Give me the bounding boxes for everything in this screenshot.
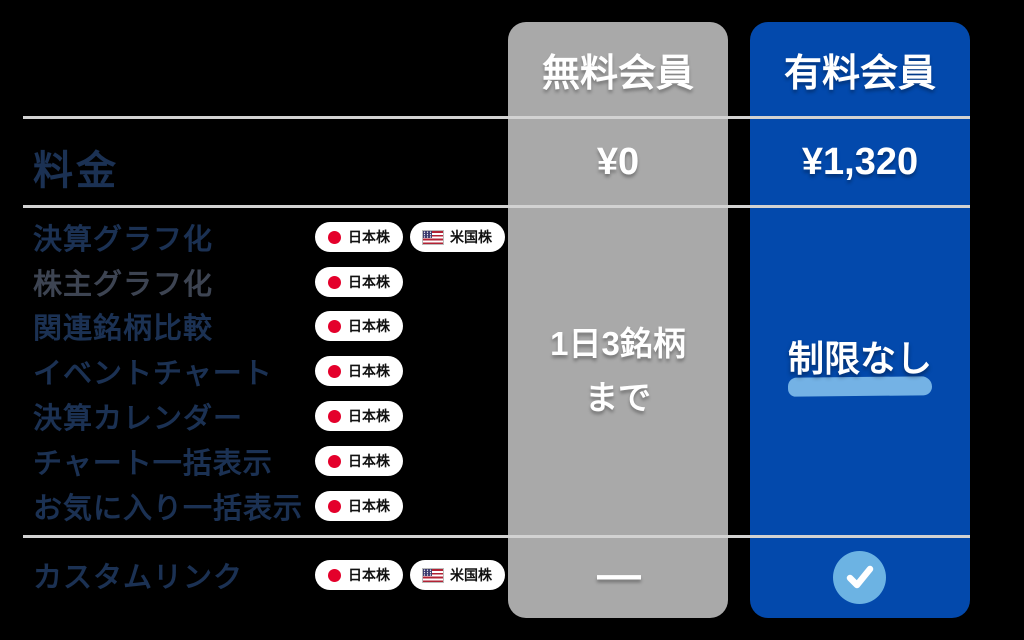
feature-row-favorite-ikkatsu: お気に入り一括表示 日本株 — [0, 484, 508, 528]
japan-stock-badge: 日本株 — [315, 267, 403, 297]
free-price-value: ¥0 — [596, 140, 640, 183]
market-badges: 日本株 — [315, 491, 403, 521]
feature-row-chart-ikkatsu: チャート一括表示 日本株 — [0, 439, 508, 483]
japan-badge-label: 日本株 — [348, 318, 390, 334]
feature-label: イベントチャート — [33, 358, 273, 390]
free-column-header: 無料会員 — [541, 52, 694, 95]
market-badges: 日本株 — [315, 267, 403, 297]
feature-row-kabunushi-graph: 株主グラフ化 日本株 — [0, 260, 508, 304]
header-divider-line — [23, 116, 970, 119]
feature-label: 株主グラフ化 — [33, 269, 214, 301]
feature-label: お気に入り一括表示 — [33, 493, 304, 525]
price-divider-line — [23, 205, 970, 208]
us-flag-icon — [422, 567, 444, 583]
japan-flag-dot-icon — [328, 275, 341, 289]
japan-flag-dot-icon — [328, 319, 341, 333]
japan-badge-label: 日本株 — [348, 567, 390, 583]
japan-stock-badge: 日本株 — [315, 311, 403, 341]
market-badges: 日本株 — [315, 311, 403, 341]
feature-row-event-chart: イベントチャート 日本株 — [0, 349, 508, 393]
us-badge-label: 米国株 — [450, 567, 492, 583]
japan-badge-label: 日本株 — [348, 274, 390, 290]
feature-row-kessan-calendar: 決算カレンダー 日本株 — [0, 394, 508, 438]
market-badges: 日本株 米国株 — [315, 560, 505, 590]
japan-badge-label: 日本株 — [348, 229, 390, 245]
japan-badge-label: 日本株 — [348, 453, 390, 469]
market-badges: 日本株 — [315, 401, 403, 431]
paid-custom-link-check — [833, 551, 886, 604]
japan-flag-dot-icon — [328, 499, 341, 513]
japan-stock-badge: 日本株 — [315, 560, 403, 590]
japan-stock-badge: 日本株 — [315, 356, 403, 386]
feature-label: 決算カレンダー — [33, 403, 244, 435]
custom-link-divider-line — [23, 535, 970, 538]
japan-flag-dot-icon — [328, 364, 341, 378]
japan-flag-dot-icon — [328, 454, 341, 468]
feature-row-kessan-graph: 決算グラフ化 日本株 米国株 — [0, 215, 508, 259]
japan-flag-dot-icon — [328, 409, 341, 423]
us-flag-icon — [422, 229, 444, 245]
japan-stock-badge: 日本株 — [315, 446, 403, 476]
free-custom-link-unavailable-dash: — — [597, 550, 641, 599]
us-badge-label: 米国株 — [450, 229, 492, 245]
japan-badge-label: 日本株 — [348, 498, 390, 514]
free-member-column: 無料会員 — [508, 22, 728, 618]
market-badges: 日本株 米国株 — [315, 222, 505, 252]
us-stock-badge: 米国株 — [410, 560, 505, 590]
japan-flag-dot-icon — [328, 230, 341, 244]
japan-stock-badge: 日本株 — [315, 222, 403, 252]
check-icon — [846, 565, 873, 589]
us-stock-badge: 米国株 — [410, 222, 505, 252]
free-usage-limit: 1日3銘柄 まで — [508, 316, 728, 426]
feature-label: カスタムリンク — [33, 562, 244, 594]
feature-label: チャート一括表示 — [33, 448, 273, 480]
feature-row-kanren-meigara: 関連銘柄比較 日本株 — [0, 304, 508, 348]
japan-flag-dot-icon — [328, 568, 341, 582]
market-badges: 日本株 — [315, 356, 403, 386]
price-row-label: 料金 — [33, 149, 119, 193]
paid-column-header: 有料会員 — [783, 52, 936, 95]
paid-member-column: 有料会員 — [750, 22, 970, 618]
feature-label: 関連銘柄比較 — [33, 313, 214, 345]
japan-badge-label: 日本株 — [348, 408, 390, 424]
feature-label: 決算グラフ化 — [33, 224, 214, 256]
japan-badge-label: 日本株 — [348, 363, 390, 379]
japan-stock-badge: 日本株 — [315, 401, 403, 431]
japan-stock-badge: 日本株 — [315, 491, 403, 521]
feature-row-custom-link: カスタムリンク 日本株 米国株 — [0, 553, 508, 597]
market-badges: 日本株 — [315, 446, 403, 476]
paid-usage-limit: 制限なし — [787, 338, 932, 379]
free-usage-limit-line2: まで — [585, 379, 651, 416]
free-usage-limit-line1: 1日3銘柄 — [550, 325, 686, 362]
paid-price-value: ¥1,320 — [801, 140, 919, 183]
